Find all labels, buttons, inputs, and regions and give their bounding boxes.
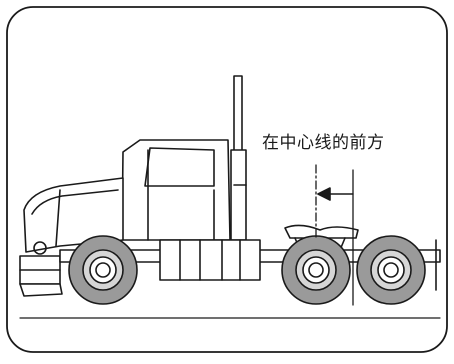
rear-wheel-1 [281, 235, 351, 305]
truck-cab [121, 139, 231, 241]
front-wheel [68, 235, 138, 305]
front-bumper [19, 241, 63, 297]
forward-arrow [317, 187, 354, 201]
diagram-frame [6, 6, 448, 353]
rear-wheel-2 [356, 235, 426, 305]
diagram-caption: 在中心线的前方 [262, 133, 385, 153]
exhaust-stack [230, 75, 247, 241]
